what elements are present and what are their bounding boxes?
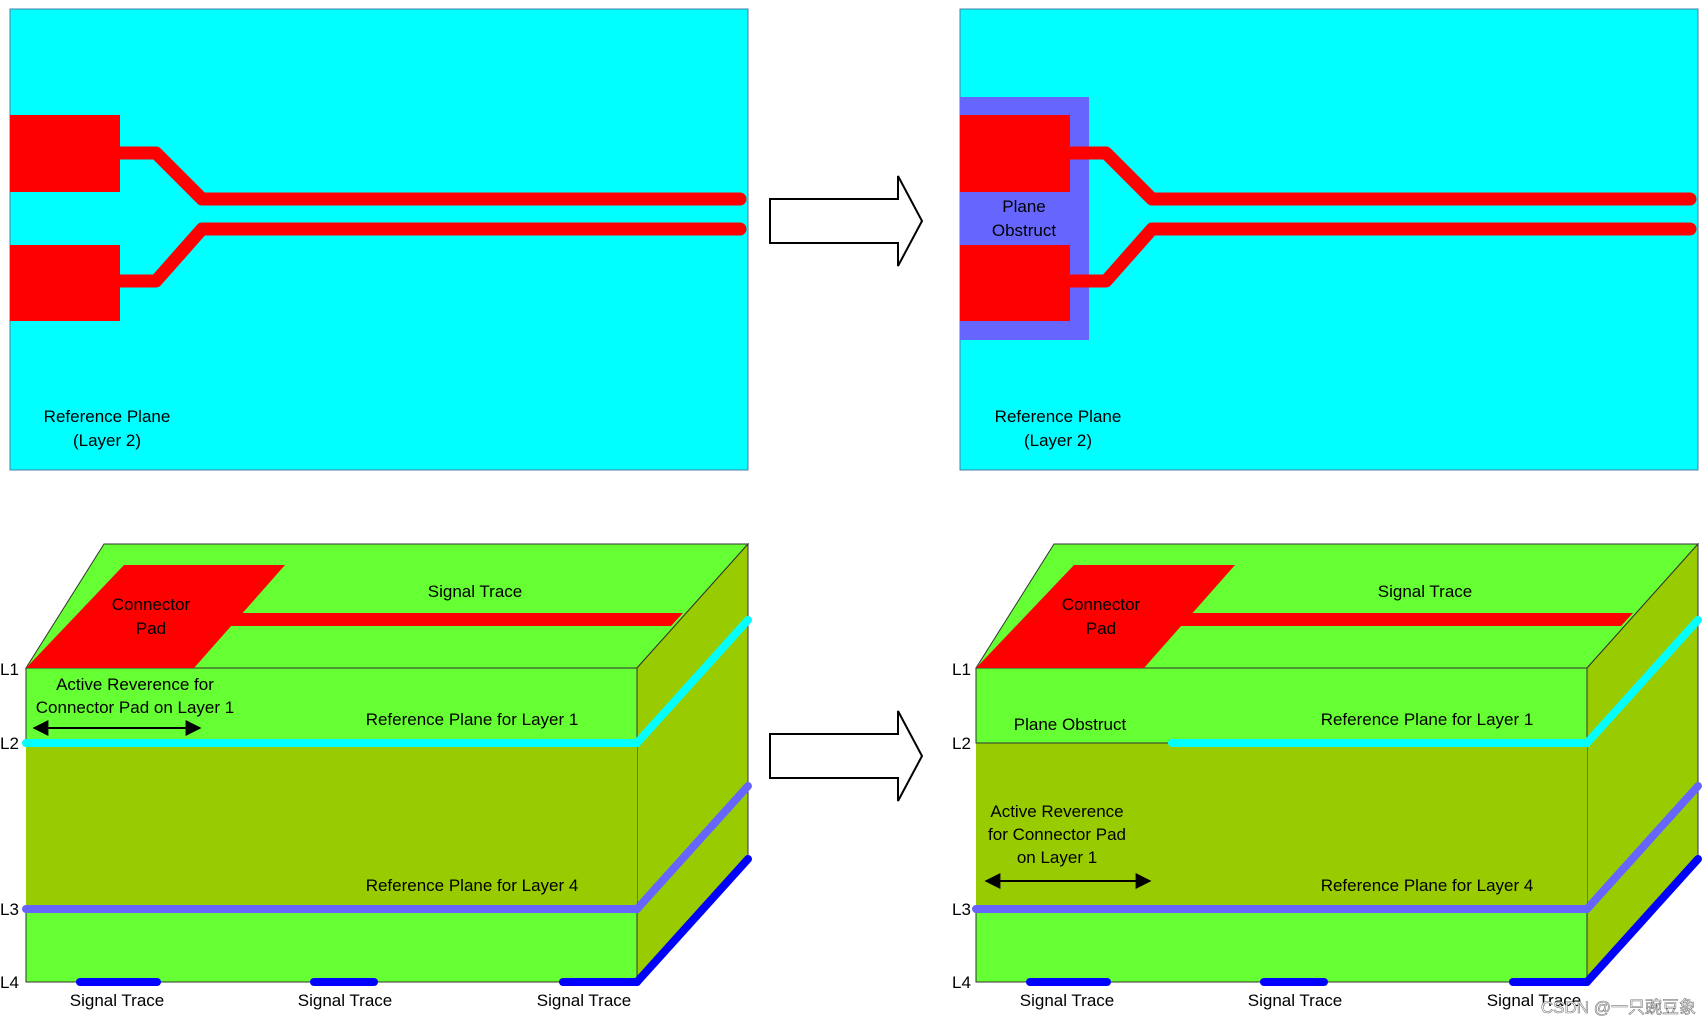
signal-trace-l4-edge [1583, 855, 1702, 986]
connector-pad-upper [10, 115, 120, 192]
reference-plane-l4-label: Reference Plane for Layer 4 [1321, 876, 1534, 895]
signal-trace-upper [1061, 146, 1697, 206]
reference-plane-layer-label: (Layer 2) [73, 431, 141, 450]
reference-plane-l2-line [1168, 616, 1702, 747]
reference-plane-l3-line [22, 782, 752, 913]
signal-trace-top [224, 613, 683, 626]
watermark: CSDN @一只豌豆象 [1541, 998, 1696, 1017]
signal-trace-upper [111, 146, 747, 206]
reference-plane-l3-line [972, 782, 1702, 913]
layer-tag-l2: L2 [952, 734, 971, 753]
connector-pad-upper [960, 115, 1070, 192]
connector-pad-label-line2: Pad [1086, 619, 1116, 638]
active-reference-label-line2: for Connector Pad [988, 825, 1126, 844]
connector-pad-lower [10, 245, 120, 321]
signal-trace-l4-edge [633, 855, 752, 986]
plane-obstruct-label-line2: Obstruct [992, 221, 1057, 240]
transform-arrow-top [769, 175, 924, 267]
bottom-left-stackup: Connector Pad Signal Trace Active Revere… [0, 542, 752, 1010]
reference-plane-l2-line [22, 616, 752, 747]
reference-plane-area [9, 8, 749, 471]
layer-tag-l4: L4 [0, 973, 19, 992]
connector-pad [26, 565, 285, 668]
connector-pad-lower [960, 245, 1070, 321]
reference-plane-l1-label: Reference Plane for Layer 1 [366, 710, 579, 729]
connector-pad [976, 565, 1235, 668]
signal-trace-bottom-label-a: Signal Trace [1020, 991, 1115, 1010]
reference-plane-layer-label: (Layer 2) [1024, 431, 1092, 450]
plane-obstruct-label-line1: Plane [1002, 197, 1045, 216]
connector-pad-label-line1: Connector [1062, 595, 1141, 614]
signal-trace-top [1174, 613, 1633, 626]
signal-trace-bottom-label-c: Signal Trace [537, 991, 632, 1010]
signal-trace-bottom-label-a: Signal Trace [70, 991, 165, 1010]
board-front-layer4 [975, 908, 1588, 983]
signal-trace-lower [1061, 222, 1697, 288]
connector-pad-label-line1: Connector [112, 595, 191, 614]
active-reference-label-line1: Active Reverence [990, 802, 1123, 821]
layer-tag-l2: L2 [0, 734, 19, 753]
reference-plane-l4-label: Reference Plane for Layer 4 [366, 876, 579, 895]
layer-tag-l1: L1 [0, 660, 19, 679]
active-reference-label-line2: Connector Pad on Layer 1 [36, 698, 234, 717]
signal-trace-bottom-label-c: Signal Trace [1487, 991, 1582, 1010]
bottom-right-stackup: Connector Pad Signal Trace Plane Obstruc… [952, 542, 1702, 1010]
signal-trace-top-label: Signal Trace [1378, 582, 1473, 601]
top-left-panel: Reference Plane (Layer 2) [9, 8, 749, 471]
signal-trace-top-label: Signal Trace [428, 582, 523, 601]
reference-plane-label: Reference Plane [995, 407, 1122, 426]
board-front-layer1 [975, 667, 1588, 744]
active-reference-label-line1: Active Reverence for [56, 675, 214, 694]
layer-tag-l4: L4 [952, 973, 971, 992]
signal-trace-bottom-label-b: Signal Trace [298, 991, 393, 1010]
signal-trace-bottom-label-b: Signal Trace [1248, 991, 1343, 1010]
active-reference-label-line3: on Layer 1 [1017, 848, 1097, 867]
reference-plane-l1-label: Reference Plane for Layer 1 [1321, 710, 1534, 729]
board-front-layer4 [25, 908, 638, 983]
board-front-core [26, 743, 637, 909]
plane-obstruct-label: Plane Obstruct [1014, 715, 1127, 734]
signal-trace-lower [111, 222, 747, 288]
layer-tag-l3: L3 [0, 900, 19, 919]
transform-arrow-bottom [769, 710, 924, 802]
layer-tag-l1: L1 [952, 660, 971, 679]
connector-pad-label-line2: Pad [136, 619, 166, 638]
top-right-panel: Plane Obstruct Reference Plane (Layer 2) [959, 8, 1699, 471]
layer-tag-l3: L3 [952, 900, 971, 919]
reference-plane-label: Reference Plane [44, 407, 171, 426]
